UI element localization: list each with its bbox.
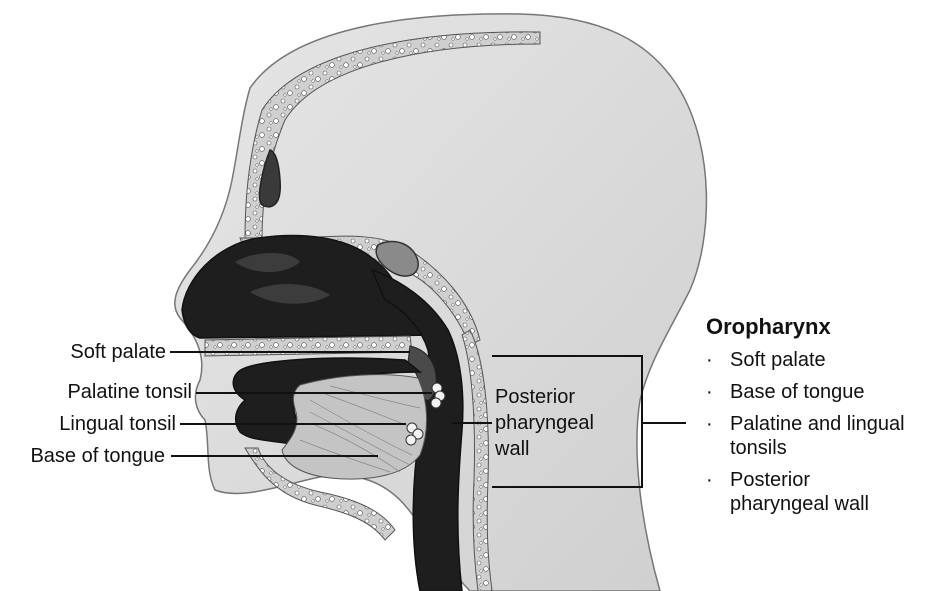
label-posterior-line: Posterior [495, 384, 594, 410]
legend-item-line: Soft palate [730, 348, 905, 372]
bullet-icon: · [706, 468, 713, 492]
legend-item: · Posterior pharyngeal wall [706, 468, 905, 516]
label-base-of-tongue: Base of tongue [30, 446, 165, 466]
legend-item-line: Posterior [730, 468, 905, 492]
label-soft-palate: Soft palate [70, 342, 166, 362]
bullet-icon: · [706, 348, 713, 372]
legend-item: · Base of tongue [706, 380, 905, 404]
bullet-icon: · [706, 412, 713, 436]
label-palatine-tonsil: Palatine tonsil [67, 382, 192, 402]
legend-item: · Palatine and lingual tonsils [706, 412, 905, 460]
label-posterior-pharyngeal-wall: Posterior pharyngeal wall [495, 384, 594, 462]
legend-item-line: tonsils [730, 436, 905, 460]
legend-item-line: Palatine and lingual [730, 412, 905, 436]
legend-list: · Soft palate · Base of tongue · Palatin… [706, 348, 905, 516]
legend-item: · Soft palate [706, 348, 905, 372]
label-lingual-tonsil: Lingual tonsil [59, 414, 176, 434]
label-posterior-line: wall [495, 436, 594, 462]
bullet-icon: · [706, 380, 713, 404]
legend-item-line: pharyngeal wall [730, 492, 905, 516]
label-posterior-line: pharyngeal [495, 410, 594, 436]
legend-item-line: Base of tongue [730, 380, 905, 404]
oropharynx-legend: Oropharynx · Soft palate · Base of tongu… [706, 314, 905, 524]
legend-title: Oropharynx [706, 314, 905, 340]
tongue [282, 375, 427, 479]
